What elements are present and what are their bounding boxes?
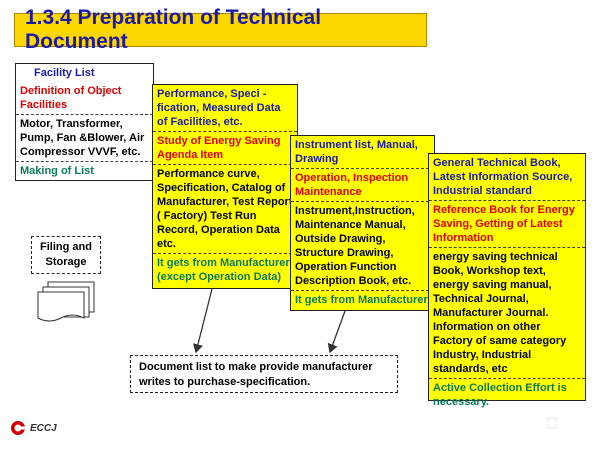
eccj-logo: ECCJ bbox=[10, 420, 57, 436]
card1-footer: Making of List bbox=[16, 161, 153, 180]
card3-items: Instrument,Instruction, Maintenance Manu… bbox=[291, 201, 434, 290]
card4-effort: Active Collection Effort is necessary. bbox=[429, 378, 585, 411]
instrument-card: Instrument list, Manual, Drawing Operati… bbox=[290, 135, 435, 311]
card4-reference: Reference Book for Energy Saving, Gettin… bbox=[429, 200, 585, 247]
card2-source: It gets from Manufacturer (except Operat… bbox=[153, 253, 297, 286]
card3-header: Instrument list, Manual, Drawing bbox=[295, 139, 418, 165]
faint-document-icon bbox=[547, 417, 557, 429]
card3-source: It gets from Manufacturer bbox=[291, 290, 434, 309]
eccj-logo-text: ECCJ bbox=[30, 422, 57, 434]
card2-header: Performance, Speci -fication, Measured D… bbox=[157, 88, 281, 128]
facility-list-card: Facility List Definition of Object Facil… bbox=[15, 63, 154, 181]
general-technical-card: General Technical Book, Latest Informati… bbox=[428, 153, 586, 408]
card1-header: Facility List bbox=[34, 67, 95, 79]
card4-items: energy saving technical Book, Workshop t… bbox=[429, 247, 585, 378]
filing-storage-label: Filing and Storage bbox=[40, 241, 92, 268]
card1-definition: Definition of Object Facilities bbox=[20, 85, 122, 111]
eccj-logo-icon bbox=[11, 421, 25, 435]
card1-items: Motor, Transformer, Pump, Fan &Blower, A… bbox=[16, 114, 153, 161]
filing-storage-box: Filing and Storage bbox=[31, 236, 101, 274]
card4-header: General Technical Book, Latest Informati… bbox=[433, 157, 573, 197]
performance-card: Performance, Speci -fication, Measured D… bbox=[152, 84, 298, 289]
page-title-text: 1.3.4 Preparation of Technical Document bbox=[25, 6, 322, 53]
arrow-card2-to-doclist bbox=[192, 288, 213, 354]
card3-operation: Operation, Inspection Maintenance bbox=[291, 168, 434, 201]
card2-items: Performance curve, Specification, Catalo… bbox=[153, 164, 297, 253]
document-stack-icon bbox=[37, 281, 95, 322]
document-list-note: Document list to make provide manufactur… bbox=[130, 355, 398, 393]
card2-study: Study of Energy Saving Agenda Item bbox=[153, 131, 297, 164]
document-list-text: Document list to make provide manufactur… bbox=[139, 361, 373, 388]
arrow-card3-to-doclist bbox=[327, 310, 346, 354]
page-title: 1.3.4 Preparation of Technical Document bbox=[14, 6, 427, 53]
